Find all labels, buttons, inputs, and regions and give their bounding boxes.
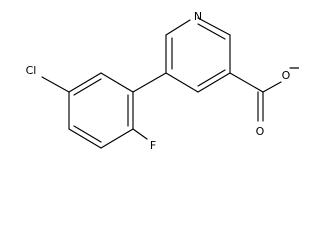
biaryl-link — [132, 72, 167, 93]
bond-n-c2 — [197, 17, 231, 36]
bond-carbonyl-ester-o — [262, 81, 282, 93]
bond-p3-p4 — [68, 128, 102, 149]
carbonyl-oxygen-label: O — [256, 125, 265, 138]
bond-phenyl-cl — [41, 76, 70, 93]
fluorochlorophenyl-ring — [68, 72, 134, 149]
molecule-drawing: N O O Cl F — [26, 10, 299, 152]
bond-p5-p6-inner — [73, 78, 102, 96]
atom-labels: N O O Cl F — [26, 10, 291, 152]
ester-oxygen-label: O — [282, 69, 291, 82]
bond-c6-n — [165, 19, 191, 36]
halogen-bonds — [41, 76, 148, 140]
chlorine-label: Cl — [26, 64, 37, 77]
bond-c4-c5 — [165, 72, 199, 93]
pyridine-ring — [165, 17, 231, 93]
nitrogen-label: N — [194, 10, 202, 23]
bond-phenyl-f — [132, 128, 148, 140]
bond-p6-p1 — [100, 72, 134, 93]
ester-group — [229, 67, 299, 122]
bond-c3-c4-inner — [197, 69, 226, 87]
bond-n-c2-inner — [197, 23, 226, 40]
bond-pyridine-phenyl — [132, 72, 167, 93]
bond-ring-carbonyl — [229, 72, 264, 93]
bond-p2-p3 — [100, 128, 134, 149]
chemical-structure: N O O Cl F — [26, 10, 299, 152]
bond-p3-p4-inner — [73, 125, 102, 143]
fluorine-label: F — [150, 139, 156, 152]
bond-c3-c4 — [197, 72, 231, 93]
bond-p5-p6 — [68, 72, 102, 93]
